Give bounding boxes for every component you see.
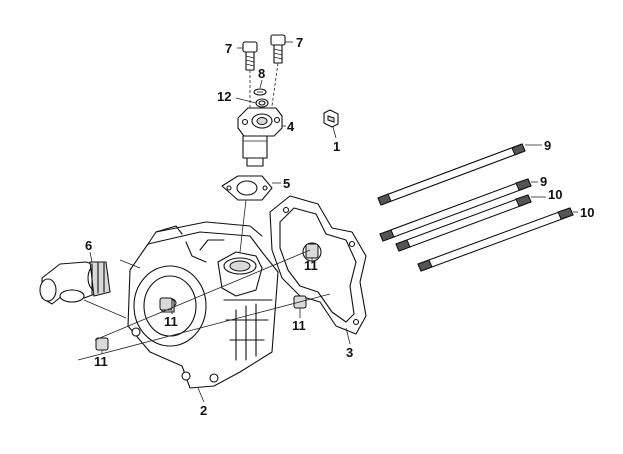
bolt-7-left [242, 41, 258, 71]
water-hose-6 [39, 261, 111, 305]
dowel-pin-11-left [95, 337, 109, 351]
callout-1: 1 [333, 139, 340, 154]
leader-2 [197, 387, 205, 403]
stud-bolt-9-lower [379, 178, 532, 242]
leader-8 [259, 79, 263, 89]
o-ring-12 [255, 98, 269, 108]
gasket-5 [221, 175, 273, 201]
callout-9-upper: 9 [544, 138, 551, 153]
callout-7-right: 7 [296, 35, 303, 50]
cam-chain-tensioner-4 [237, 107, 283, 167]
callout-10-lower: 10 [580, 205, 594, 220]
assembly-line-5 [119, 259, 141, 269]
callout-3: 3 [346, 345, 353, 360]
stud-bolt-9-upper [377, 143, 526, 206]
callout-8: 8 [258, 66, 265, 81]
clip-1 [323, 109, 339, 128]
callout-2: 2 [200, 403, 207, 418]
stud-bolt-10-upper [395, 194, 532, 252]
bolt-7-right [270, 34, 286, 64]
assembly-line-3 [83, 299, 127, 319]
callout-12: 12 [217, 89, 231, 104]
leader-1 [332, 126, 337, 139]
callout-11-gasket: 11 [304, 258, 318, 273]
callout-7-left: 7 [225, 41, 232, 56]
callout-11-head: 11 [164, 314, 178, 329]
callout-6: 6 [85, 238, 92, 253]
callout-4: 4 [287, 119, 295, 134]
washer-8 [253, 88, 267, 96]
leader-6 [89, 251, 93, 263]
cylinder-head-gasket-3 [269, 195, 367, 335]
callout-11-left: 11 [94, 354, 108, 369]
stud-bolt-10-lower [417, 207, 574, 272]
callout-5: 5 [283, 176, 290, 191]
leader-3 [345, 327, 351, 345]
cylinder-head-2 [127, 221, 279, 389]
callout-11-right: 11 [292, 318, 306, 333]
assembly-line-4 [239, 199, 247, 253]
leader-12 [235, 97, 257, 104]
assembly-line-1 [94, 249, 311, 341]
bolt-axis-right [271, 62, 279, 107]
callout-9-lower: 9 [540, 174, 547, 189]
callout-10-upper: 10 [548, 187, 562, 202]
assembly-line-2 [77, 293, 331, 361]
